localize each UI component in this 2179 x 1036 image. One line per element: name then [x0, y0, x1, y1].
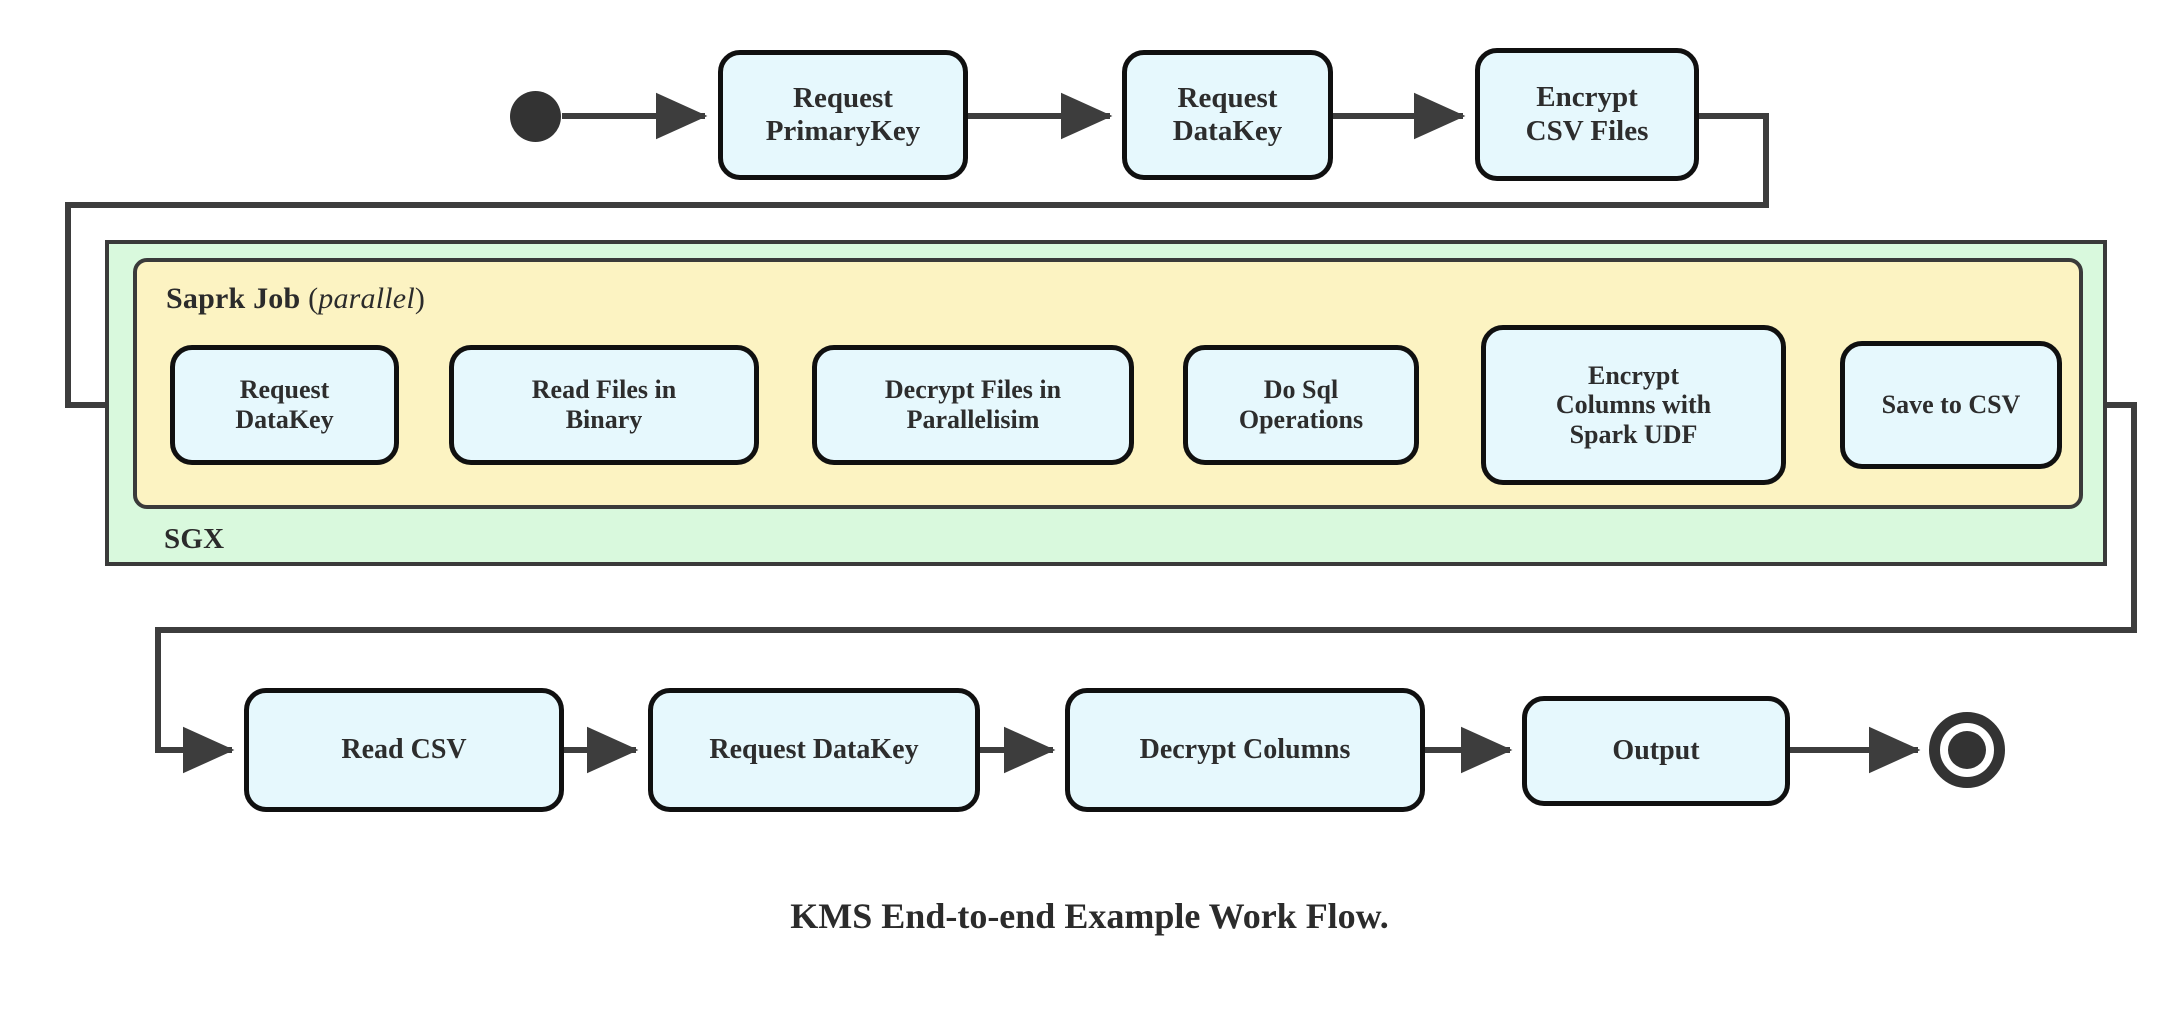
- node-label-line: Spark UDF: [1569, 419, 1698, 449]
- spark-job-label-text: Saprk Job: [166, 282, 301, 315]
- node-request-primarykey[interactable]: Request PrimaryKey: [718, 50, 968, 180]
- node-decrypt-files-in-parallelisim[interactable]: Decrypt Files in Parallelisim: [812, 345, 1134, 465]
- node-label-line: Output: [1612, 735, 1700, 767]
- node-label-line: Operations: [1238, 405, 1364, 434]
- node-label-line: DataKey: [1172, 115, 1283, 147]
- node-label-line: Save to CSV: [1881, 390, 2021, 420]
- node-label-line: Columns with: [1555, 390, 1712, 420]
- spark-job-parallel-text: parallel: [318, 282, 415, 315]
- spark-job-paren-close: ): [414, 282, 426, 315]
- node-label-line: Request: [793, 81, 893, 114]
- node-label-line: Read CSV: [341, 734, 467, 766]
- node-read-files-in-binary[interactable]: Read Files in Binary: [449, 345, 759, 465]
- node-label-line: Request DataKey: [709, 734, 919, 766]
- diagram-caption: KMS End-to-end Example Work Flow.: [0, 895, 2179, 937]
- node-read-csv[interactable]: Read CSV: [244, 688, 564, 812]
- node-label-line: PrimaryKey: [765, 115, 921, 147]
- node-label-line: Binary: [565, 405, 643, 434]
- start-node: [510, 91, 561, 142]
- spark-job-label: Saprk Job (parallel): [166, 282, 425, 316]
- node-encrypt-csv-files[interactable]: Encrypt CSV Files: [1475, 48, 1699, 181]
- caption-text: KMS End-to-end Example Work Flow.: [790, 896, 1389, 936]
- node-label-line: Read Files in: [531, 375, 677, 405]
- spark-job-paren-open: (: [308, 282, 319, 315]
- node-request-datakey-bottom[interactable]: Request DataKey: [648, 688, 980, 812]
- sgx-label-text: SGX: [164, 523, 225, 555]
- sgx-label: SGX: [164, 523, 224, 556]
- node-save-to-csv[interactable]: Save to CSV: [1840, 341, 2062, 469]
- node-encrypt-columns-with-spark-udf[interactable]: Encrypt Columns with Spark UDF: [1481, 325, 1786, 485]
- node-output[interactable]: Output: [1522, 696, 1790, 806]
- node-label-line: Request: [239, 375, 330, 405]
- node-label-line: CSV Files: [1525, 114, 1649, 147]
- node-label-line: Decrypt Columns: [1139, 734, 1351, 766]
- node-label-line: Encrypt: [1587, 360, 1679, 390]
- end-node-core: [1948, 731, 1986, 769]
- node-label-line: Decrypt Files in: [884, 375, 1062, 405]
- node-label-line: Encrypt: [1536, 81, 1638, 114]
- node-label-line: DataKey: [235, 405, 334, 434]
- node-label-line: Request: [1177, 81, 1278, 114]
- node-do-sql-operations[interactable]: Do Sql Operations: [1183, 345, 1419, 465]
- node-label-line: Do Sql: [1263, 375, 1339, 405]
- node-request-datakey-top[interactable]: Request DataKey: [1122, 50, 1333, 180]
- node-request-datakey-spark[interactable]: Request DataKey: [170, 345, 399, 465]
- node-label-line: Parallelisim: [906, 405, 1040, 434]
- node-decrypt-columns[interactable]: Decrypt Columns: [1065, 688, 1425, 812]
